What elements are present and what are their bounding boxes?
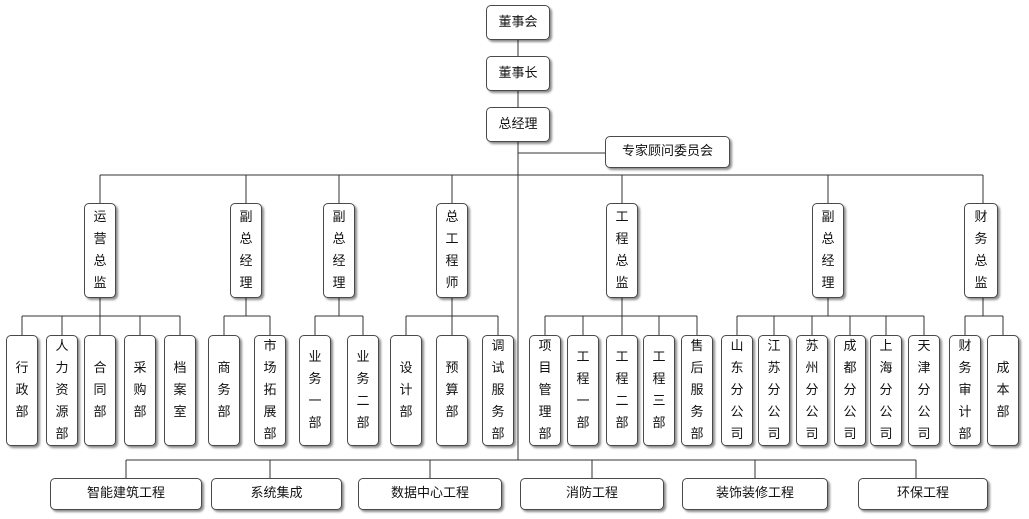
dept-cost: 成本部: [987, 335, 1019, 446]
dept-cost-label: 成本部: [996, 360, 1010, 420]
business-decoration: 装饰装修工程: [682, 478, 828, 510]
business-system-integration: 系统集成: [211, 478, 342, 510]
dept-sales-1: 业务一部: [299, 335, 331, 446]
board-box: 董事会: [486, 5, 550, 40]
dept-debug-label: 调试服务部: [491, 338, 505, 442]
dept-budget: 预算部: [436, 335, 468, 446]
branch-chengdu: 成都分公司: [834, 335, 866, 446]
dept-archive: 档案室: [164, 335, 196, 446]
business-decoration-label: 装饰装修工程: [715, 486, 794, 501]
branch-chengdu-label: 成都分公司: [843, 338, 857, 442]
dept-contract-label: 合同部: [93, 360, 107, 420]
dept-audit: 财务审计部: [949, 335, 981, 446]
dept-purchase-label: 采购部: [133, 360, 147, 420]
general-manager-label: 总经理: [498, 116, 538, 132]
dept-archive-label: 档案室: [173, 360, 187, 420]
branch-tianjin: 天津分公司: [908, 335, 940, 446]
vp-business-box: 副总经理: [230, 203, 262, 298]
dept-audit-label: 财务审计部: [958, 338, 972, 442]
dept-aftersales: 售后服务部: [681, 335, 713, 446]
dept-project-management: 项目管理部: [529, 335, 561, 446]
dept-eng-1: 工程一部: [567, 335, 599, 446]
branch-shandong: 山东分公司: [721, 335, 753, 446]
business-smart-building: 智能建筑工程: [50, 478, 202, 510]
dept-eng-1-label: 工程一部: [576, 349, 590, 431]
chief-engineer-box: 总工程师: [436, 203, 468, 298]
dept-sales-2: 业务二部: [347, 335, 379, 446]
business-smart-building-label: 智能建筑工程: [86, 486, 165, 501]
dept-sales-1-label: 业务一部: [308, 349, 322, 431]
engineering-director-box: 工程总监: [606, 203, 638, 298]
business-datacenter: 数据中心工程: [358, 478, 502, 510]
dept-sales-2-label: 业务二部: [356, 349, 370, 431]
dept-project-management-label: 项目管理部: [538, 338, 552, 442]
branch-suzhou-label: 苏州分公司: [805, 338, 819, 442]
dept-business: 商务部: [208, 335, 240, 446]
chairman-label: 董事长: [498, 65, 538, 81]
business-datacenter-label: 数据中心工程: [390, 486, 469, 501]
advisory-committee-label: 专家顾问委员会: [621, 144, 713, 159]
branch-tianjin-label: 天津分公司: [917, 338, 931, 442]
dept-marketing-label: 市场拓展部: [263, 338, 277, 442]
branch-jiangsu-label: 江苏分公司: [767, 338, 781, 442]
dept-eng-3-label: 工程三部: [652, 349, 666, 431]
vp-sales-box: 副总经理: [323, 203, 355, 298]
chief-engineer-label: 总工程师: [445, 209, 459, 291]
dept-hr-label: 人力资源部: [55, 338, 69, 442]
dept-eng-3: 工程三部: [643, 335, 675, 446]
dept-marketing: 市场拓展部: [254, 335, 286, 446]
vp-business-label: 副总经理: [239, 209, 253, 291]
business-system-integration-label: 系统集成: [250, 486, 303, 501]
chairman-box: 董事长: [486, 56, 550, 91]
business-environment: 环保工程: [858, 478, 988, 510]
dept-contract: 合同部: [84, 335, 116, 446]
engineering-director-label: 工程总监: [615, 209, 629, 291]
branch-shanghai-label: 上海分公司: [879, 338, 893, 442]
dept-eng-2-label: 工程二部: [615, 349, 629, 431]
branch-shandong-label: 山东分公司: [730, 338, 744, 442]
finance-director-label: 财务总监: [974, 209, 988, 291]
general-manager-box: 总经理: [486, 107, 550, 142]
dept-budget-label: 预算部: [445, 360, 459, 420]
dept-aftersales-label: 售后服务部: [690, 338, 704, 442]
vp-sales-label: 副总经理: [332, 209, 346, 291]
dept-eng-2: 工程二部: [606, 335, 638, 446]
ops-director-box: 运营总监: [84, 203, 116, 298]
vp-branches-box: 副总经理: [812, 203, 844, 298]
dept-admin-label: 行政部: [15, 360, 29, 420]
business-fire-protection: 消防工程: [520, 478, 664, 510]
advisory-committee-box: 专家顾问委员会: [605, 136, 730, 168]
board-label: 董事会: [498, 14, 538, 30]
dept-design-label: 设计部: [399, 360, 413, 420]
dept-hr: 人力资源部: [46, 335, 78, 446]
dept-admin: 行政部: [6, 335, 38, 446]
branch-suzhou: 苏州分公司: [796, 335, 828, 446]
dept-business-label: 商务部: [217, 360, 231, 420]
finance-director-box: 财务总监: [964, 203, 998, 298]
ops-director-label: 运营总监: [93, 209, 107, 291]
business-environment-label: 环保工程: [896, 486, 949, 501]
dept-purchase: 采购部: [124, 335, 156, 446]
branch-jiangsu: 江苏分公司: [758, 335, 790, 446]
dept-design: 设计部: [390, 335, 422, 446]
branch-shanghai: 上海分公司: [870, 335, 902, 446]
business-fire-protection-label: 消防工程: [565, 486, 618, 501]
vp-branches-label: 副总经理: [821, 209, 835, 291]
dept-debug: 调试服务部: [482, 335, 514, 446]
